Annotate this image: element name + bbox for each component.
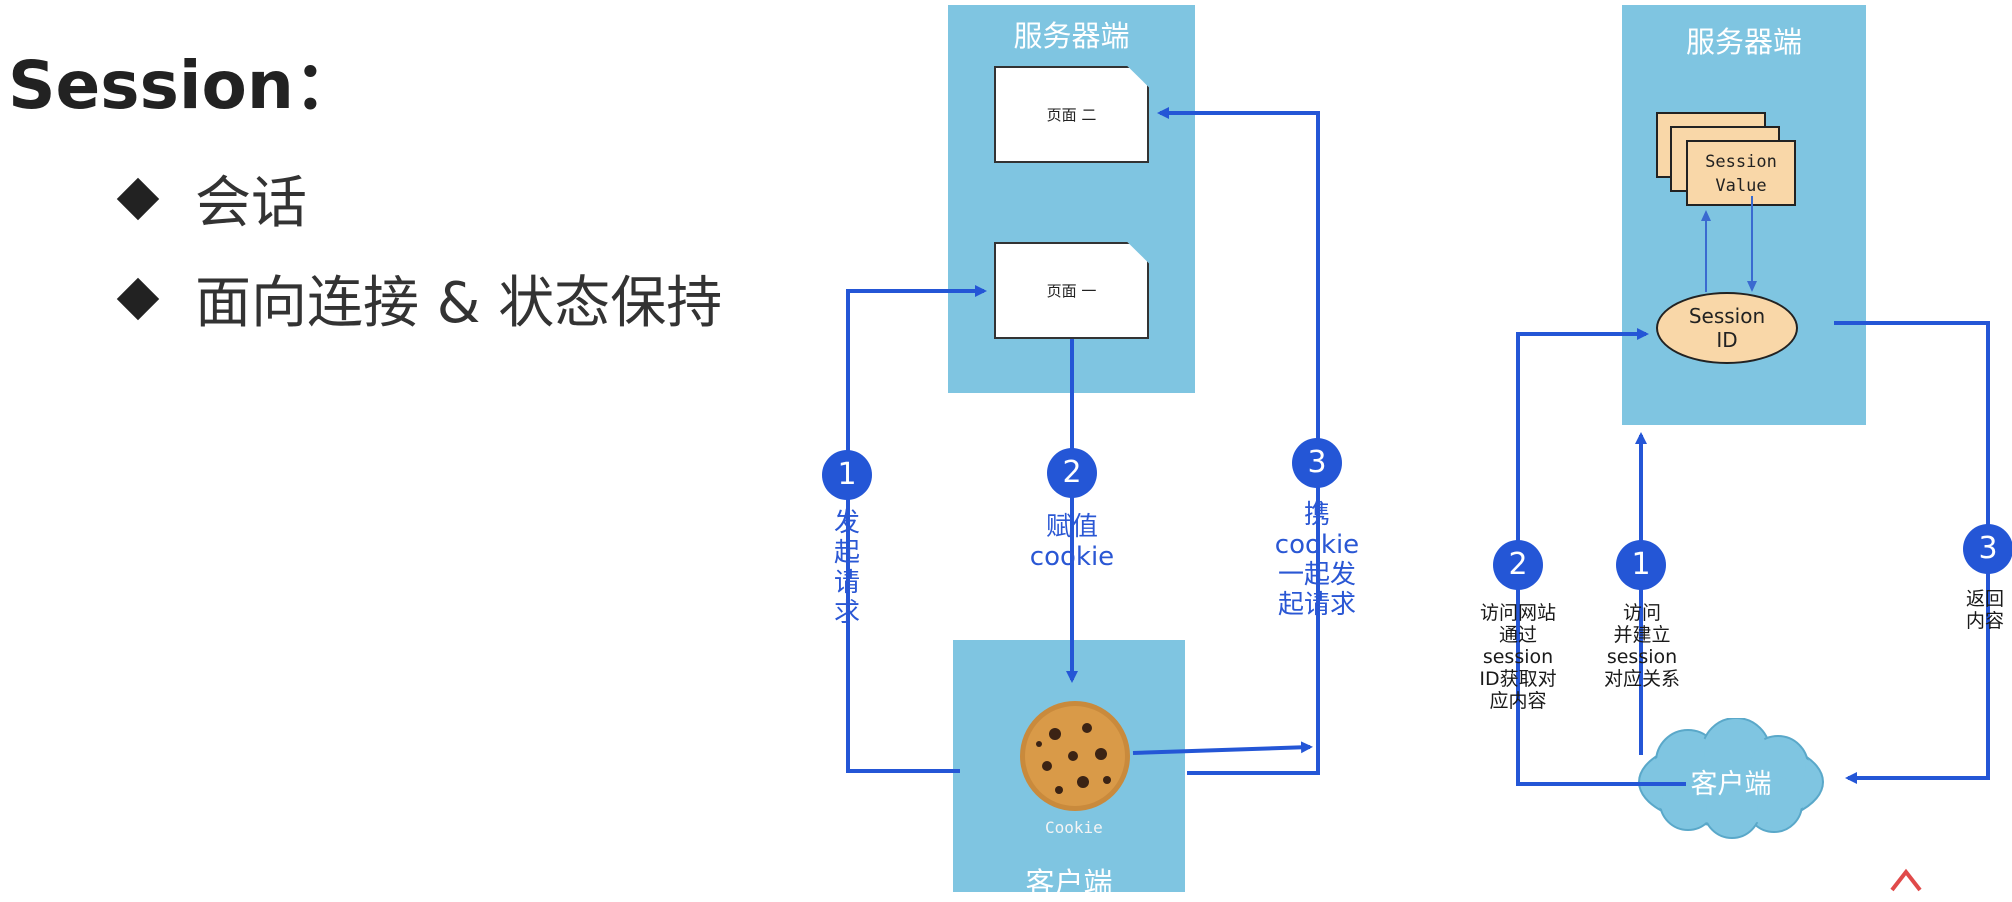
- client-cloud-icon: [1638, 718, 1824, 839]
- server-label: 服务器端: [1685, 25, 1802, 59]
- step-badge-2: 2: [1493, 540, 1543, 590]
- step-3-label: 携 cookie 一起发 起请求: [1274, 500, 1360, 620]
- client-label: 客户端: [1690, 769, 1772, 800]
- step-badge-2: 2: [1047, 448, 1097, 498]
- step-2-label: 访问网站 通过 session ID获取对 应内容: [1479, 602, 1557, 712]
- session-id-line2: ID: [1716, 328, 1738, 352]
- step-badge-3: 3: [1292, 438, 1342, 488]
- arrow-with-cookie-a: [1132, 741, 1313, 755]
- page-two-label: 页面 二: [1046, 106, 1097, 124]
- session-id-line1: Session: [1688, 304, 1766, 328]
- step-3-label: 返回 内容: [1965, 588, 2004, 632]
- session-value-card: Session Value: [1686, 140, 1796, 206]
- step-badge-1: 1: [822, 450, 872, 500]
- watermark-logo-icon: [1890, 868, 1922, 892]
- bullet-item: 面向连接 & 状态保持: [115, 258, 722, 339]
- session-id-node: Session ID: [1656, 292, 1798, 364]
- cookie-icon: [1020, 701, 1130, 811]
- page-one-doc: 页面 一: [994, 242, 1149, 339]
- page-title: Session：: [8, 47, 360, 124]
- bullet-text: 面向连接 & 状态保持: [195, 271, 723, 336]
- step-2-label: 赋值 cookie: [1029, 512, 1115, 572]
- step-1-label: 访问 并建立 session 对应关系: [1603, 602, 1680, 690]
- page-one-label: 页面 一: [1046, 282, 1097, 300]
- step-badge-1: 1: [1616, 540, 1666, 590]
- server-label: 服务器端: [1013, 19, 1130, 53]
- session-value-line1: Session: [1705, 152, 1777, 172]
- session-value-line2: Value: [1715, 176, 1767, 196]
- step-1-label: 发 起 请 求: [833, 508, 860, 628]
- cookie-caption: Cookie: [1045, 818, 1103, 837]
- step-badge-3: 3: [1963, 524, 2012, 574]
- arrow-request: [846, 285, 987, 773]
- bullet-item: 会话: [115, 158, 307, 239]
- page-two-doc: 页面 二: [994, 66, 1149, 163]
- arrow-with-cookie-b: [1157, 107, 1320, 775]
- bullet-text: 会话: [195, 171, 307, 236]
